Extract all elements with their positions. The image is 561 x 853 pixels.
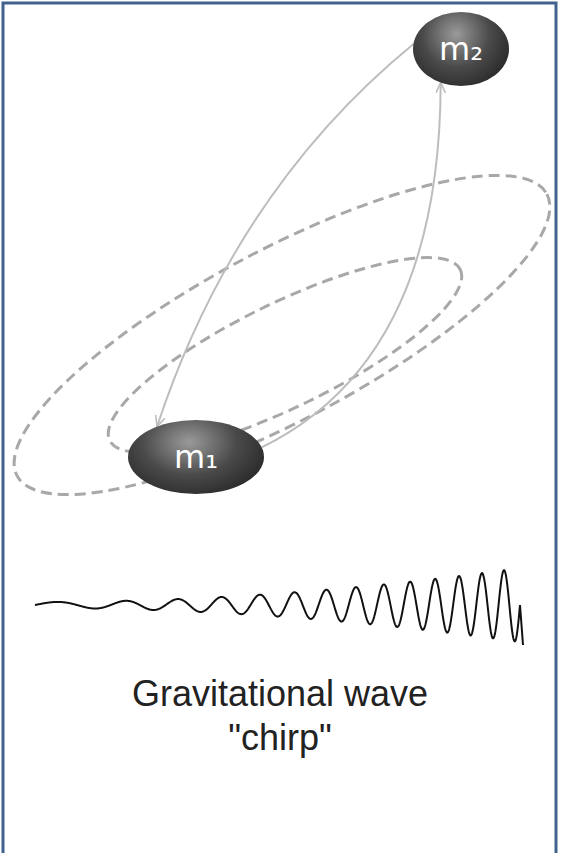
caption-label: Gravitational wave "chirp"	[90, 672, 470, 760]
frame	[3, 3, 556, 853]
mass-label: m₂	[439, 33, 483, 65]
orbit-arrow	[157, 44, 414, 427]
mass-label: m₁	[174, 441, 218, 473]
mass-body: m₂	[413, 12, 509, 86]
mass-body: m₁	[128, 420, 264, 494]
chirp-wave	[35, 570, 523, 645]
orbit-arrow	[262, 83, 441, 448]
